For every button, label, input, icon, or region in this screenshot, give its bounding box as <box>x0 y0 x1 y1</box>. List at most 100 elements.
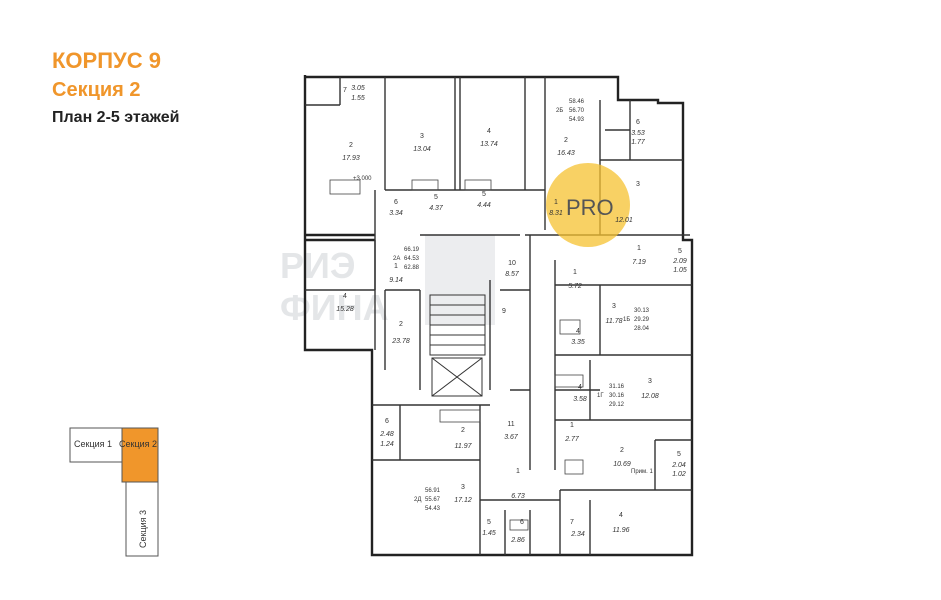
room-number: 3 <box>612 303 616 310</box>
apartment-area-a: 55.67 <box>425 497 441 503</box>
room-number: 4 <box>619 512 623 519</box>
room-area: 10.69 <box>613 461 631 468</box>
key-section-3 <box>125 481 159 557</box>
room-number: 3 <box>461 484 465 491</box>
highlight-circle <box>546 163 630 247</box>
room-number: 1 <box>554 199 558 206</box>
interior-walls <box>305 77 692 555</box>
apartment-code: 2А <box>393 256 400 262</box>
room-area: 4.37 <box>429 205 444 212</box>
room-number: 5 <box>482 191 486 198</box>
apartment-area-a: 29.29 <box>634 317 650 323</box>
key-plan: Секция 1 Секция 2 Секция 3 <box>69 427 159 557</box>
room-area: 8.31 <box>549 210 563 217</box>
apartment-code: 2Д <box>414 497 421 503</box>
apartment-area-b: 54.43 <box>425 506 441 512</box>
room-area: 12.08 <box>641 393 659 400</box>
plan-subtitle: План 2-5 этажей <box>52 109 180 126</box>
room-number: 9 <box>502 308 506 315</box>
room-area: 2.34 <box>570 531 585 538</box>
apartment-area-a: 56.70 <box>569 108 585 114</box>
room-number: 4 <box>343 293 347 300</box>
apartment-total: 58.46 <box>569 99 585 105</box>
note-label: Прим. 1 <box>631 469 653 475</box>
apartment-total: 30.13 <box>634 308 650 314</box>
room-labels: 7 3.05 1.55 3 13.04 4 13.74 2 16.43 6 3.… <box>336 85 687 544</box>
room-sub-area: 1.05 <box>673 267 687 274</box>
room-area: 2.86 <box>510 537 525 544</box>
room-area: 1.45 <box>482 530 496 537</box>
room-sub-area: 1.02 <box>672 471 686 478</box>
room-number: 2 <box>461 427 465 434</box>
room-area: 4.44 <box>477 202 491 209</box>
room-area: 13.04 <box>413 146 431 153</box>
room-number: 11 <box>507 421 514 428</box>
apartment-area-a: 30.16 <box>609 393 625 399</box>
room-area: 17.93 <box>342 155 360 162</box>
key-section-1 <box>69 427 123 463</box>
room-number: 6 <box>385 418 389 425</box>
key-label-3: Секция 3 <box>138 510 148 548</box>
room-number: 1 <box>637 245 641 252</box>
building-title: КОРПУС 9 <box>52 48 161 73</box>
apartment-area-b: 29.12 <box>609 402 625 408</box>
room-area: 3.35 <box>571 339 585 346</box>
room-area: 3.67 <box>504 434 519 441</box>
room-number: 1 <box>516 468 520 475</box>
room-number: 7 <box>570 519 574 526</box>
room-number: 2 <box>399 321 403 328</box>
room-area: 3.58 <box>573 396 587 403</box>
room-area: 8.57 <box>505 271 520 278</box>
apartment-code: 1Г <box>597 393 604 399</box>
room-number: 2 <box>349 142 353 149</box>
room-number: 6 <box>520 519 524 526</box>
room-area: 17.12 <box>454 497 472 504</box>
room-number: 4 <box>578 384 582 391</box>
apartment-area-b: 54.93 <box>569 117 585 123</box>
plan-header: КОРПУС 9 Секция 2 План 2-5 этажей <box>52 50 179 126</box>
room-number: 1 <box>573 269 577 276</box>
room-area: 2.77 <box>564 436 580 443</box>
room-area: 2.04 <box>671 462 686 469</box>
key-section-2 <box>121 427 159 483</box>
room-number: 10 <box>508 260 516 267</box>
apartment-code: 1Б <box>623 317 630 323</box>
room-number: 4 <box>487 128 491 135</box>
room-area: 9.14 <box>389 277 403 284</box>
room-number: 2 <box>620 447 624 454</box>
watermark-line-1: РИЭ <box>280 245 356 286</box>
room-number: 5 <box>487 519 491 526</box>
apartment-total: 66.19 <box>404 247 420 253</box>
key-label-1: Секция 1 <box>74 439 112 449</box>
section-title: Секция 2 <box>52 79 141 101</box>
room-area: 11.96 <box>613 527 630 534</box>
room-number: 1 <box>570 422 574 429</box>
apartment-area-b: 62.88 <box>404 265 420 271</box>
room-area: 2.09 <box>672 258 687 265</box>
pro-badge: PRO <box>546 163 630 247</box>
room-area: 11.78 <box>606 318 623 325</box>
room-number: 4 <box>576 328 580 335</box>
apartment-area-b: 28.04 <box>634 326 650 332</box>
room-sub-area: 1.55 <box>351 95 365 102</box>
room-number: 3 <box>648 378 652 385</box>
room-area: 5.72 <box>568 283 582 290</box>
apartment-area-a: 64.53 <box>404 256 420 262</box>
apartment-code: 2Б <box>556 108 563 114</box>
room-number: 6 <box>636 119 640 126</box>
level-mark: +3.000 <box>353 176 372 182</box>
room-area: 6.73 <box>511 493 525 500</box>
room-area: 16.43 <box>557 150 575 157</box>
room-area: 2.48 <box>379 431 394 438</box>
room-number: 5 <box>677 451 681 458</box>
room-area: 12.01 <box>615 217 633 224</box>
room-number: 7 <box>343 87 347 94</box>
room-sub-area: 1.77 <box>631 139 646 146</box>
room-area: 7.19 <box>632 259 646 266</box>
room-area: 11.97 <box>455 443 473 450</box>
room-area: 3.34 <box>389 210 403 217</box>
apartment-total: 31.16 <box>609 384 625 390</box>
pro-text: PRO <box>566 195 614 220</box>
room-area: 3.05 <box>351 85 365 92</box>
